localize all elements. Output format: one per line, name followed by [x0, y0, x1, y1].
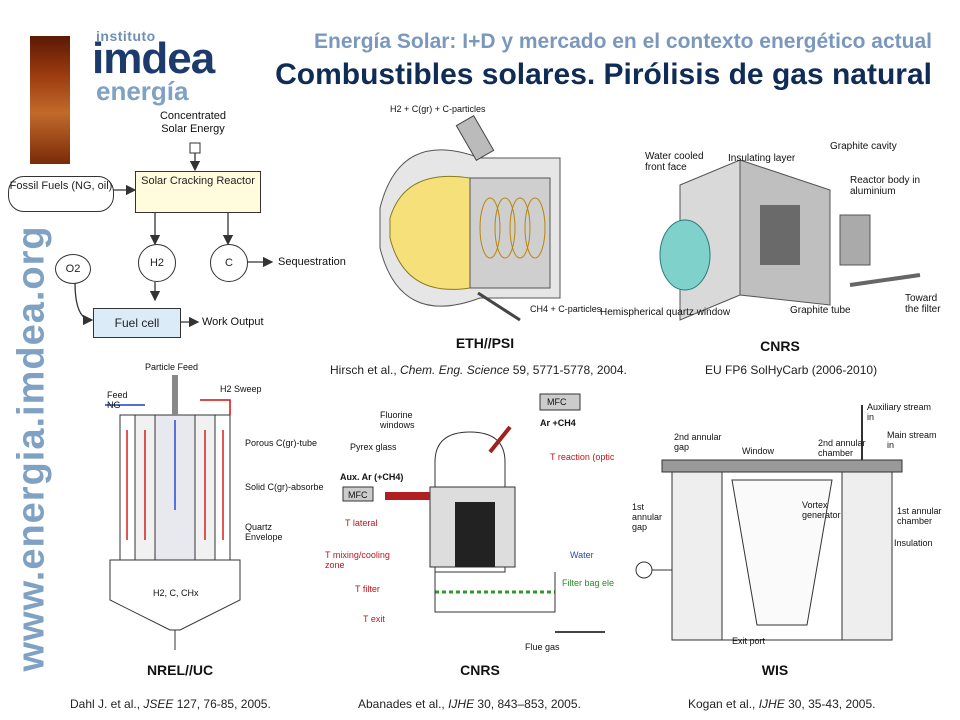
- cnrs-b-t-lateral: T lateral: [345, 518, 378, 528]
- carbon-label: C: [225, 257, 233, 269]
- fuel-cell-box: Fuel cell: [93, 308, 181, 338]
- slide-subtitle: Energía Solar: I+D y mercado en el conte…: [314, 30, 932, 53]
- nrel-citation-authors: Dahl J. et al.,: [70, 697, 144, 711]
- concentrated-solar-label: Concentrated Solar Energy: [159, 110, 227, 135]
- eth-citation-rest: 59, 5771-5778, 2004.: [509, 363, 627, 377]
- carbon-node: C: [210, 244, 248, 282]
- wis-vortex: Vortex generator: [802, 500, 841, 520]
- eth-top-label: H2 + C(gr) + C-particles: [390, 104, 486, 114]
- nrel-porous: Porous C(gr)-tube: [245, 438, 318, 448]
- eth-caption: ETH//PSI: [455, 335, 515, 351]
- eth-citation-authors: Hirsch et al.,: [330, 363, 401, 377]
- cnrs-b-t-exit: T exit: [363, 614, 385, 624]
- nrel-products: H2, C, CHx: [153, 588, 199, 598]
- slide-title: Combustibles solares. Pirólisis de gas n…: [275, 58, 932, 91]
- nrel-reactor-figure: Particle Feed H2 Sweep Feed NG Porous C(…: [105, 360, 330, 655]
- nrel-feed-ng: Feed NG: [107, 390, 128, 410]
- cnrs-label-graphite-tube: Graphite tube: [790, 305, 851, 316]
- cnrs-top-citation: EU FP6 SolHyCarb (2006-2010): [705, 363, 878, 377]
- solar-cracking-reactor-box: Solar Cracking Reactor: [135, 171, 261, 213]
- cnrs-b-t-reaction: T reaction (optic: [550, 452, 615, 462]
- cnrs-bottom-citation-journal: IJHE: [448, 697, 475, 711]
- fuel-cell-label: Fuel cell: [114, 316, 160, 330]
- cnrs-b-mfc-left: MFC: [348, 490, 368, 500]
- wis-1st-chamber: 1st annular chamber: [897, 506, 942, 526]
- cnrs-b-aux-ar: Aux. Ar (+CH4): [340, 472, 404, 482]
- cnrs-lab-reactor-figure: Fluorine windows Pyrex glass Aux. Ar (+C…: [315, 392, 620, 657]
- cnrs-label-insulating: Insulating layer: [728, 153, 796, 164]
- cnrs-bottom-citation: Abanades et al., IJHE 30, 843–853, 2005.: [358, 697, 581, 711]
- cnrs-label-reactor-body: Reactor body in aluminium: [850, 175, 921, 197]
- eth-citation: Hirsch et al., Chem. Eng. Science 59, 57…: [330, 363, 627, 377]
- wis-aux-stream: Auxiliary stream in: [867, 402, 932, 422]
- wis-citation-rest: 30, 35-43, 2005.: [784, 697, 876, 711]
- sequestration-label: Sequestration: [278, 256, 346, 268]
- vertical-url: www.energia.imdea.org: [10, 225, 53, 672]
- work-output-label: Work Output: [202, 316, 264, 328]
- wis-citation-journal: IJHE: [758, 697, 785, 711]
- cnrs-b-pyrex: Pyrex glass: [350, 442, 397, 452]
- flow-diagram: Concentrated Solar Energy Fossil Fuels (…: [0, 0, 360, 345]
- cnrs-b-t-filter: T filter: [355, 584, 380, 594]
- cnrs-b-mfc-top: MFC: [547, 397, 567, 407]
- cnrs-b-t-mixing: T mixing/cooling zone: [325, 550, 390, 570]
- cnrs-b-water: Water: [570, 550, 594, 560]
- nrel-particle-feed: Particle Feed: [145, 362, 199, 372]
- nrel-citation-journal: JSEE: [143, 697, 174, 711]
- nrel-quartz: Quartz Envelope: [245, 522, 283, 542]
- wis-reactor-drawing: [635, 405, 903, 641]
- cnrs-label-quartz: Hemispherical quartz window: [600, 307, 731, 318]
- reactor-label: Solar Cracking Reactor: [141, 175, 255, 187]
- nrel-reactor-drawing: [105, 375, 241, 650]
- cnrs-label-graphite-cavity: Graphite cavity: [830, 141, 897, 152]
- cnrs-b-ar-ch4: Ar +CH4: [540, 418, 576, 428]
- cnrs-b-flue-gas: Flue gas: [525, 642, 560, 652]
- wis-caption: WIS: [761, 662, 789, 678]
- wis-exit-port: Exit port: [732, 636, 766, 646]
- logo-instituto: instituto: [96, 28, 156, 44]
- cnrs-b-filter-bag: Filter bag ele: [562, 578, 615, 588]
- h2-node: H2: [138, 244, 176, 282]
- cnrs-lab-reactor-drawing: [342, 393, 605, 633]
- nrel-caption: NREL//UC: [146, 662, 214, 678]
- h2-label: H2: [149, 257, 165, 269]
- logo-energia: energía: [96, 76, 189, 106]
- wis-2nd-gap: 2nd annular gap: [674, 432, 722, 452]
- cnrs-bottom-citation-rest: 30, 843–853, 2005.: [474, 697, 581, 711]
- cnrs-bottom-citation-authors: Abanades et al.,: [358, 697, 449, 711]
- logo-stripe-image: [30, 36, 70, 164]
- cnrs-top-caption: CNRS: [760, 338, 800, 354]
- cnrs-label-water-cooled: Water cooled front face: [645, 151, 704, 173]
- wis-2nd-chamber: 2nd annular chamber: [818, 438, 866, 458]
- cnrs-bottom-caption: CNRS: [460, 662, 500, 678]
- nrel-citation-rest: 127, 76-85, 2005.: [173, 697, 271, 711]
- eth-reactor-figure: H2 + C(gr) + C-particles CH4 + C-particl…: [360, 98, 602, 340]
- wis-1st-gap: 1st annular gap: [632, 502, 663, 532]
- wis-citation-authors: Kogan et al.,: [688, 697, 759, 711]
- eth-bottom-label: CH4 + C-particles: [530, 304, 602, 314]
- logo-imdea: imdea: [92, 34, 215, 83]
- nrel-citation: Dahl J. et al., JSEE 127, 76-85, 2005.: [70, 697, 271, 711]
- logo: instituto imdea energía: [40, 28, 240, 108]
- nrel-h2-sweep: H2 Sweep: [220, 384, 262, 394]
- flow-arrows: [74, 142, 274, 328]
- o2-label: O2: [65, 263, 81, 275]
- nrel-solid: Solid C(gr)-absorbe: [245, 482, 324, 492]
- cnrs-label-toward-filter: Toward the filter: [905, 293, 941, 315]
- fossil-fuels-label: Fossil Fuels (NG, oil): [9, 180, 113, 192]
- wis-main-stream: Main stream in: [887, 430, 937, 450]
- fossil-fuels-box: Fossil Fuels (NG, oil): [8, 176, 114, 212]
- cnrs-solhycarb-figure: Water cooled front face Insulating layer…: [600, 135, 945, 330]
- cnrs-b-fluorine: Fluorine windows: [380, 410, 415, 430]
- eth-reactor-drawing: [379, 114, 561, 322]
- cnrs-solhycarb-drawing: [659, 159, 921, 321]
- wis-citation: Kogan et al., IJHE 30, 35-43, 2005.: [688, 697, 875, 711]
- wis-window: Window: [742, 446, 775, 456]
- eth-citation-journal: Chem. Eng. Science: [400, 363, 510, 377]
- wis-insulation: Insulation: [894, 538, 933, 548]
- o2-node: O2: [55, 254, 91, 284]
- wis-reactor-figure: Auxiliary stream in Main stream in 2nd a…: [632, 400, 944, 655]
